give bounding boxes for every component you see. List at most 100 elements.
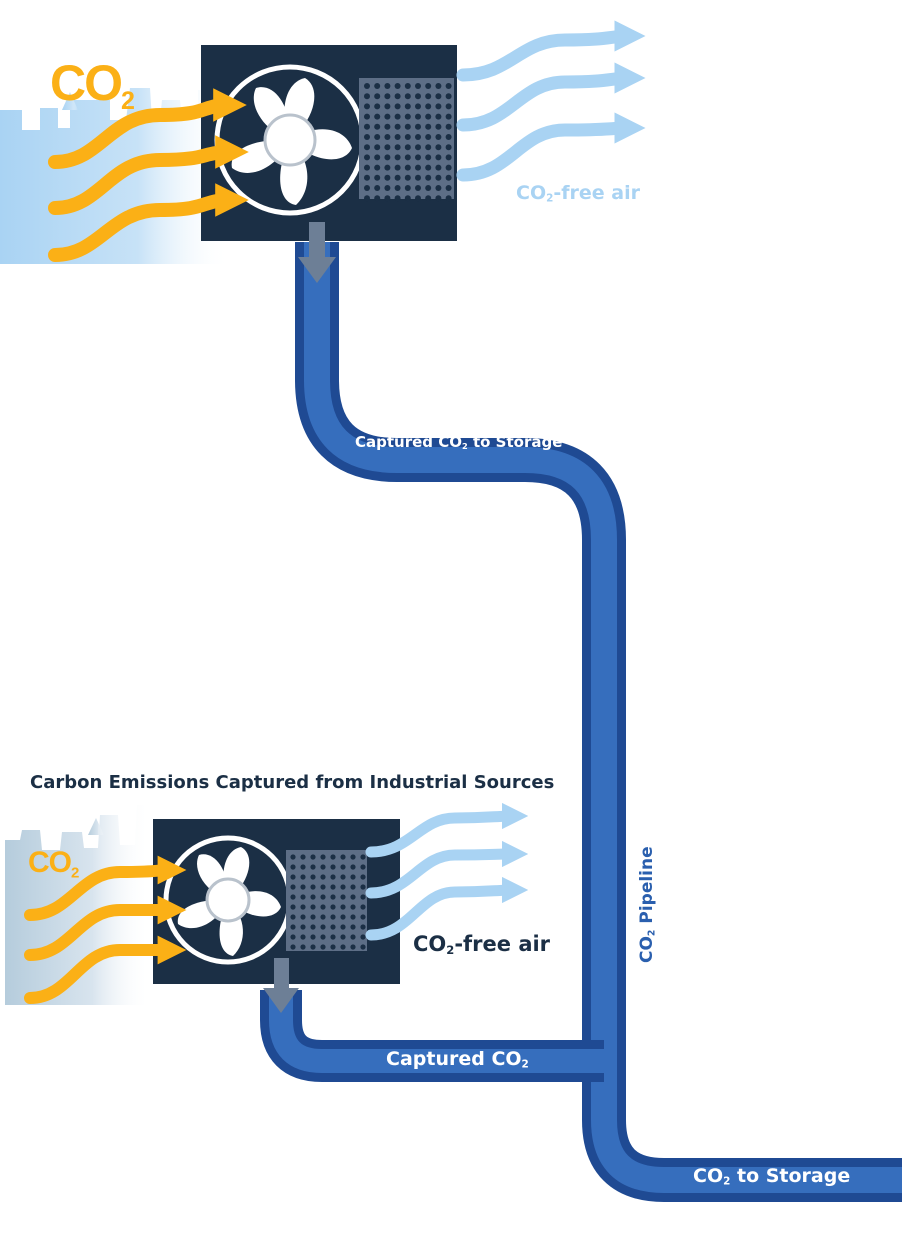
filter-dot xyxy=(320,884,326,890)
filter-dot xyxy=(374,134,381,140)
filter-dot xyxy=(445,174,452,181)
filter-dot xyxy=(384,195,391,202)
filter-dot xyxy=(330,924,336,930)
filter-dot xyxy=(300,934,306,940)
filter-dot xyxy=(290,904,296,910)
down-arrow-icon xyxy=(298,222,336,283)
filter-dot xyxy=(404,93,411,100)
wavy-arrow-icon xyxy=(456,112,646,182)
filter-dot xyxy=(360,874,366,880)
captured-co2-to-storage-label: Captured CO2 to Storage xyxy=(355,433,563,452)
filter-dot xyxy=(364,144,370,151)
filter-dot xyxy=(384,103,391,110)
filter-dot xyxy=(300,884,306,890)
filter-dot xyxy=(404,113,411,120)
filter-dot xyxy=(394,93,401,100)
wavy-arrow-icon xyxy=(365,802,529,858)
filter-dot xyxy=(310,854,316,860)
filter-dot xyxy=(435,154,442,161)
filter-dot xyxy=(360,934,366,940)
filter-dot xyxy=(360,904,366,910)
filter-dot xyxy=(364,174,370,181)
filter-dot xyxy=(320,854,326,860)
filter-dot xyxy=(425,195,432,202)
filter-dot xyxy=(364,195,370,202)
filter-dot xyxy=(360,854,366,860)
filter-dot xyxy=(415,195,421,202)
filter-grid-icon xyxy=(359,78,454,202)
filter-dot xyxy=(445,154,452,161)
filter-dot xyxy=(445,185,452,191)
filter-dot xyxy=(330,904,336,910)
filter-dot xyxy=(384,113,391,120)
clean-air-arrows-bottom xyxy=(365,802,529,941)
filter-dot xyxy=(374,154,381,161)
filter-dot xyxy=(290,894,296,900)
filter-dot xyxy=(340,884,346,890)
filter-dot xyxy=(340,934,346,940)
filter-dot xyxy=(374,195,381,202)
wavy-arrow-icon xyxy=(456,62,646,132)
co2-free-air-label-top: CO2-free air xyxy=(516,182,640,205)
filter-dot xyxy=(350,914,356,920)
filter-dot xyxy=(360,864,366,870)
filter-dot xyxy=(404,154,411,161)
filter-dot xyxy=(290,874,296,880)
filter-dot xyxy=(290,944,296,950)
co2-label-top: CO2 xyxy=(50,55,135,115)
filter-dot xyxy=(404,144,411,151)
wavy-arrow-icon xyxy=(456,20,646,82)
filter-dot xyxy=(310,914,316,920)
filter-dot xyxy=(394,123,401,130)
filter-dot xyxy=(394,83,401,89)
filter-dot xyxy=(415,103,421,110)
filter-dot xyxy=(364,134,370,140)
filter-dot xyxy=(425,123,432,130)
filter-dot xyxy=(425,174,432,181)
filter-dot xyxy=(300,944,306,950)
filter-dot xyxy=(320,874,326,880)
filter-dot xyxy=(350,904,356,910)
wavy-arrow-icon xyxy=(365,840,529,899)
filter-dot xyxy=(350,934,356,940)
filter-dot xyxy=(425,185,432,191)
filter-dot xyxy=(300,924,306,930)
filter-dot xyxy=(435,195,442,202)
wavy-arrow-icon xyxy=(48,135,249,215)
filter-dot xyxy=(310,874,316,880)
filter-dot xyxy=(310,924,316,930)
filter-dot xyxy=(364,123,370,130)
filter-dot xyxy=(300,914,306,920)
filter-dot xyxy=(445,195,452,202)
filter-dot xyxy=(330,864,336,870)
filter-dot xyxy=(404,174,411,181)
filter-dot xyxy=(435,134,442,140)
filter-dot xyxy=(435,83,442,89)
filter-dot xyxy=(320,934,326,940)
filter-dot xyxy=(404,185,411,191)
filter-dot xyxy=(374,123,381,130)
filter-dot xyxy=(360,924,366,930)
filter-dot xyxy=(320,904,326,910)
wavy-arrow-icon xyxy=(48,88,247,169)
filter-dot xyxy=(394,144,401,151)
filter-dot xyxy=(300,894,306,900)
down-arrow-icon xyxy=(263,958,299,1013)
filter-dot xyxy=(340,874,346,880)
filter-dot xyxy=(404,83,411,89)
filter-dot xyxy=(404,164,411,171)
filter-dot xyxy=(360,894,366,900)
filter-dot xyxy=(364,93,370,100)
filter-dot xyxy=(384,144,391,151)
filter-dot xyxy=(290,914,296,920)
filter-dot xyxy=(364,103,370,110)
filter-dot xyxy=(364,113,370,120)
filter-dot xyxy=(310,884,316,890)
co2-inflow-arrows-top xyxy=(48,88,249,262)
filter-dot xyxy=(320,924,326,930)
filter-dot xyxy=(310,864,316,870)
fan-icon xyxy=(214,64,366,216)
filter-dot xyxy=(364,83,370,89)
filter-dot xyxy=(374,113,381,120)
